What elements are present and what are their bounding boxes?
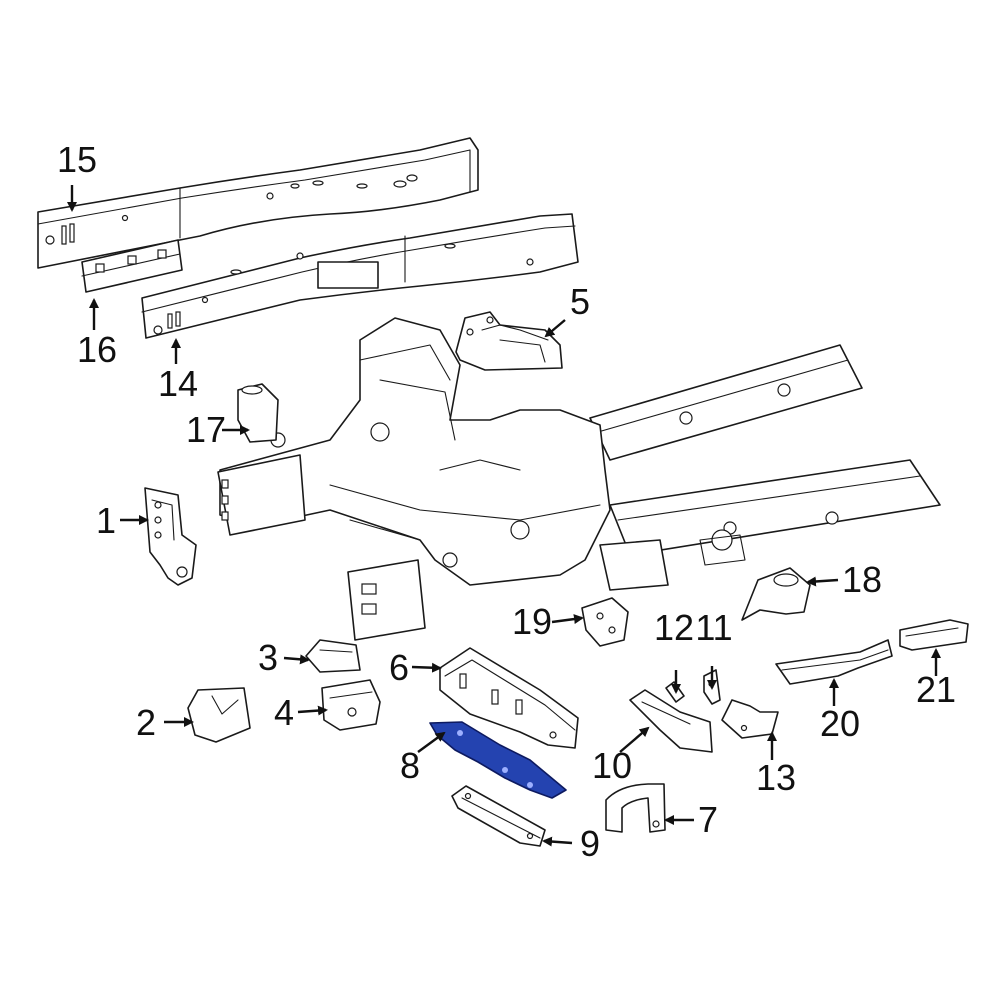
callout-16[interactable]: 16: [77, 329, 117, 370]
callout-9[interactable]: 9: [580, 823, 600, 864]
callout-1[interactable]: 1: [96, 500, 116, 541]
main-chassis: [217, 317, 941, 641]
callout-2[interactable]: 2: [136, 702, 156, 743]
arrow-9: [542, 836, 573, 847]
part-17-upper-mount[interactable]: [237, 383, 279, 443]
part-15-frame-rail[interactable]: [37, 137, 479, 269]
callout-13[interactable]: 13: [756, 757, 796, 798]
callout-12[interactable]: 12: [654, 607, 694, 648]
part-9-plate[interactable]: [451, 785, 546, 847]
part-16-rail-bracket[interactable]: [81, 239, 183, 293]
callout-arrows: [67, 185, 941, 847]
callout-6[interactable]: 6: [389, 647, 409, 688]
callout-14[interactable]: 14: [158, 363, 198, 404]
part-2-bracket[interactable]: [187, 687, 251, 743]
callout-8[interactable]: 8: [400, 745, 420, 786]
part-7-strap[interactable]: [605, 783, 666, 833]
part-18-mount[interactable]: [741, 567, 811, 621]
arrow-6: [411, 662, 442, 673]
part-6-crossmember[interactable]: [439, 647, 579, 749]
part-5-mount-bracket[interactable]: [455, 311, 563, 371]
callout-20[interactable]: 20: [820, 703, 860, 744]
callout-21[interactable]: 21: [916, 669, 956, 710]
arrow-3: [283, 654, 310, 665]
arrow-8: [417, 731, 446, 753]
arrow-4: [297, 705, 328, 716]
callout-10[interactable]: 10: [592, 745, 632, 786]
arrow-10: [619, 726, 650, 753]
part-1-front-bracket[interactable]: [144, 487, 197, 586]
callout-4[interactable]: 4: [274, 692, 294, 733]
arrow-19: [551, 614, 584, 625]
arrow-18: [806, 576, 839, 587]
part-10-bracket[interactable]: [629, 689, 713, 753]
callout-19[interactable]: 19: [512, 601, 552, 642]
part-21-channel[interactable]: [899, 619, 969, 651]
part-13-bracket[interactable]: [721, 699, 779, 739]
part-14-frame-rail[interactable]: [141, 213, 579, 339]
callout-7[interactable]: 7: [698, 799, 718, 840]
callout-5[interactable]: 5: [570, 281, 590, 322]
part-3-bracket[interactable]: [305, 639, 361, 673]
callout-15[interactable]: 15: [57, 139, 97, 180]
callout-18[interactable]: 18: [842, 559, 882, 600]
part-4-bracket[interactable]: [321, 679, 381, 731]
part-19-bracket[interactable]: [581, 597, 629, 647]
callout-17[interactable]: 17: [186, 409, 226, 450]
callout-3[interactable]: 3: [258, 637, 278, 678]
arrow-5: [544, 319, 566, 338]
part-8-reinforcement-highlighted[interactable]: [429, 721, 567, 799]
callout-11[interactable]: 11: [695, 607, 732, 648]
part-20-tray[interactable]: [775, 639, 893, 685]
callout-labels: 15 16 14 5 17 1 19 18 12 11 3 6 2 4 8 10…: [57, 139, 956, 864]
